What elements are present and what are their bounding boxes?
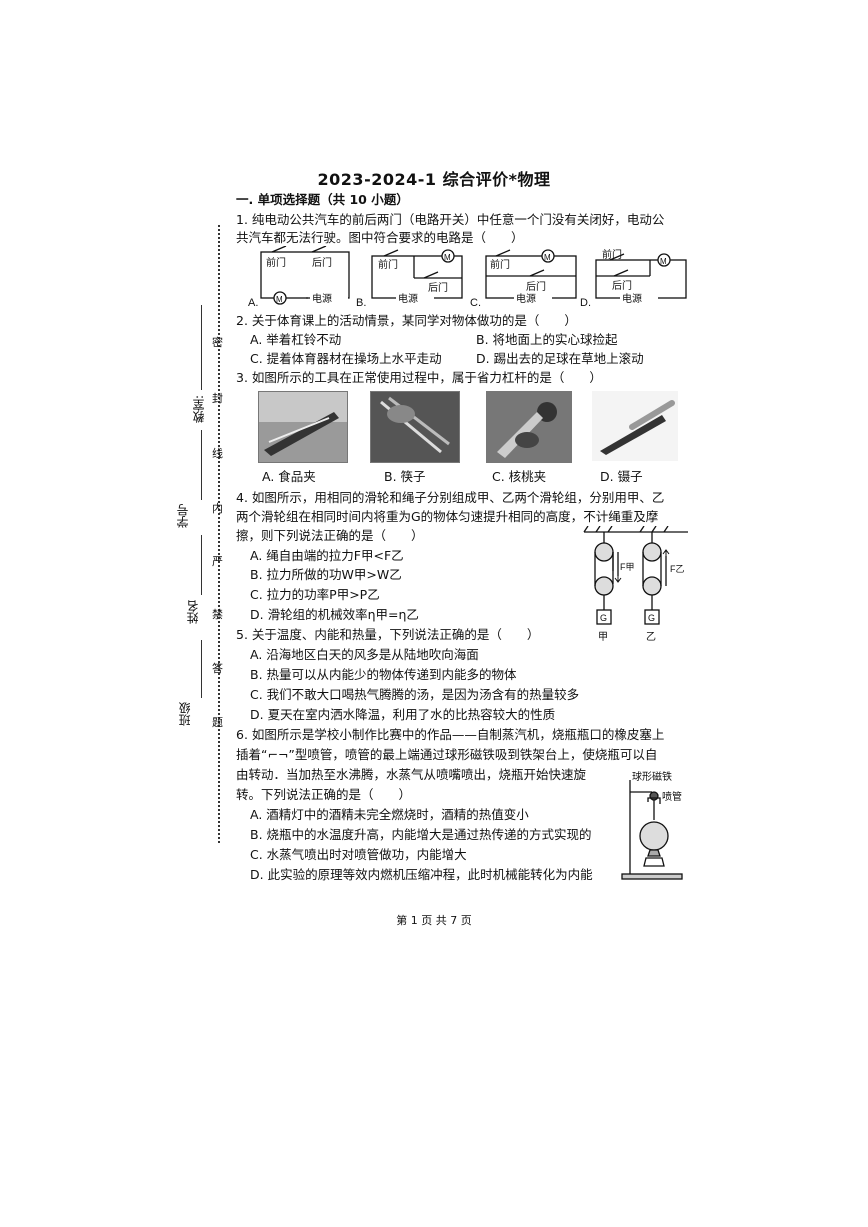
q6-option-b: B. 烧瓶中的水温度升高，内能增大是通过热传递的方式实现的 (250, 827, 592, 842)
q5-option-a: A. 沿海地区白天的风多是从陆地吹向海面 (250, 647, 479, 662)
q2-option-b: B. 将地面上的实心球捡起 (476, 332, 618, 347)
circuit-d-diagram: 前门 后门 M 电源 D. (580, 248, 687, 308)
power-label: 电源 (398, 292, 418, 305)
q3-option-a: A. 食品夹 (262, 469, 316, 484)
seal-char: 禁 (212, 608, 223, 621)
force-yi-label: F乙 (670, 564, 685, 574)
front-door-label: 前门 (490, 258, 510, 271)
q6-stem: 6. 如图所示是学校小制作比赛中的作品——自制蒸汽机，烧瓶瓶口的橡皮塞上 (236, 727, 665, 742)
q5-option-b: B. 热量可以从内能少的物体传递到内能多的物体 (250, 667, 517, 682)
back-door-label: 后门 (612, 279, 632, 292)
chopsticks-photo (370, 391, 460, 463)
circuit-b-diagram: 前门 后门 M 电源 B. (356, 249, 463, 308)
circuit-a-diagram: 前门 后门 M 电源 A. (248, 246, 350, 308)
weight-g-label: G (600, 613, 607, 623)
q6-option-c: C. 水蒸气喷出时对喷管做功，内能增大 (250, 847, 467, 862)
q5-option-d: D. 夏天在室内洒水降温，利用了水的比热容较大的性质 (250, 707, 556, 722)
q2-option-d: D. 踢出去的足球在草地上滚动 (476, 351, 644, 366)
motor-label: M (660, 257, 667, 266)
q6-stem: 由转动．当加热至水沸腾，水蒸气从喷嘴喷出，烧瓶开始快速旋 (236, 767, 587, 782)
seal-char: 内 (212, 502, 223, 515)
q2-option-a: A. 举着杠铃不动 (250, 332, 342, 347)
q1-stem: 共汽车都无法行驶。图中符合要求的电路是（ ） (236, 230, 524, 245)
class-blank (201, 640, 202, 698)
seal-char: 封 (212, 392, 223, 405)
front-door-label: 前门 (602, 248, 622, 261)
q4-option-a: A. 绳自由端的拉力F甲<F乙 (250, 548, 404, 563)
back-door-label: 后门 (428, 281, 448, 294)
motor-label: M (544, 253, 551, 262)
option-a-label: A. (248, 297, 258, 308)
q2-option-c: C. 提着体育器材在操场上水平走动 (250, 351, 442, 366)
classroom-blank (201, 305, 202, 390)
nutcracker-photo (486, 391, 572, 463)
q4-option-d: D. 滑轮组的机械效率η甲=η乙 (250, 607, 419, 622)
seal-char: 密 (212, 336, 223, 349)
classroom-label: 教室: (192, 395, 206, 424)
q1-stem: 1. 纯电动公共汽车的前后两门（电路开关）中任意一个门没有关闭好，电动公 (236, 212, 665, 227)
back-door-label: 后门 (526, 280, 546, 293)
option-b-label: B. (356, 297, 366, 308)
back-door-label: 后门 (312, 256, 332, 269)
steam-engine-diagram: 球形磁铁 喷管 (621, 770, 683, 880)
q6-stem: 插着“⌐¬”型喷管，喷管的最上端通过球形磁铁吸到铁架台上，使烧瓶可以自 (236, 747, 658, 762)
power-label: 电源 (312, 292, 332, 305)
section-heading: 一. 单项选择题（共 10 小题） (236, 192, 409, 207)
seal-char: 严 (212, 555, 223, 568)
q4-option-b: B. 拉力所做的功W甲>W乙 (250, 567, 402, 582)
q4-stem: 4. 如图所示，用相同的滑轮和绳子分别组成甲、乙两个滑轮组，分别用甲、乙 (236, 490, 665, 505)
page-number: 第 1 页 共 7 页 (396, 914, 472, 927)
yi-label: 乙 (646, 631, 656, 643)
q4-stem: 擦，则下列说法正确的是（ ） (236, 528, 424, 543)
seal-char: 线 (212, 447, 223, 460)
binding-dotted-line (218, 225, 220, 843)
q3-option-d: D. 镊子 (600, 469, 643, 484)
power-label: 电源 (516, 292, 536, 305)
power-label: 电源 (622, 292, 642, 305)
motor-label: M (276, 295, 283, 304)
option-d-label: D. (580, 297, 591, 308)
nozzle-label: 喷管 (662, 790, 682, 803)
force-jia-label: F甲 (620, 562, 635, 572)
q3-option-b: B. 筷子 (384, 469, 426, 484)
front-door-label: 前门 (266, 256, 286, 269)
q3-option-c: C. 核桃夹 (492, 469, 547, 484)
page-title: 2023-2024-1 综合评价*物理 (317, 170, 551, 189)
front-door-label: 前门 (378, 258, 398, 271)
q3-stem: 3. 如图所示的工具在正常使用过程中，属于省力杠杆的是（ ） (236, 370, 602, 385)
name-blank (201, 535, 202, 595)
student-number-label: 学号 (176, 504, 190, 528)
number-blank (201, 430, 202, 500)
seal-char: 题 (212, 716, 223, 729)
class-label: 班级 (178, 702, 192, 726)
pulley-system-diagram: F甲 F乙 G G 甲 乙 (583, 526, 688, 643)
seal-char: 答 (212, 662, 223, 675)
q6-option-a: A. 酒精灯中的酒精未完全燃烧时，酒精的热值变小 (250, 807, 529, 822)
student-name-label: 姓名 (186, 600, 200, 624)
option-c-label: C. (470, 297, 481, 308)
food-tongs-photo (258, 391, 348, 463)
q2-stem: 2. 关于体育课上的活动情景，某同学对物体做功的是（ ） (236, 313, 577, 328)
q6-stem: 转。下列说法正确的是（ ） (236, 787, 412, 802)
weight-g-label: G (648, 613, 655, 623)
motor-label: M (444, 253, 451, 262)
q6-option-d: D. 此实验的原理等效内燃机压缩冲程，此时机械能转化为内能 (250, 867, 593, 882)
jia-label: 甲 (598, 632, 608, 643)
q5-option-c: C. 我们不敢大口喝热气腾腾的汤，是因为汤含有的热量较多 (250, 687, 580, 702)
tweezers-photo (592, 391, 678, 461)
magnet-label: 球形磁铁 (632, 770, 672, 783)
q4-stem: 两个滑轮组在相同时间内将重为G的物体匀速提升相同的高度，不计绳重及摩 (236, 509, 659, 524)
circuit-c-diagram: 前门 后门 M 电源 C. (470, 249, 577, 308)
q5-stem: 5. 关于温度、内能和热量，下列说法正确的是（ ） (236, 627, 540, 642)
q4-option-c: C. 拉力的功率P甲>P乙 (250, 587, 380, 602)
